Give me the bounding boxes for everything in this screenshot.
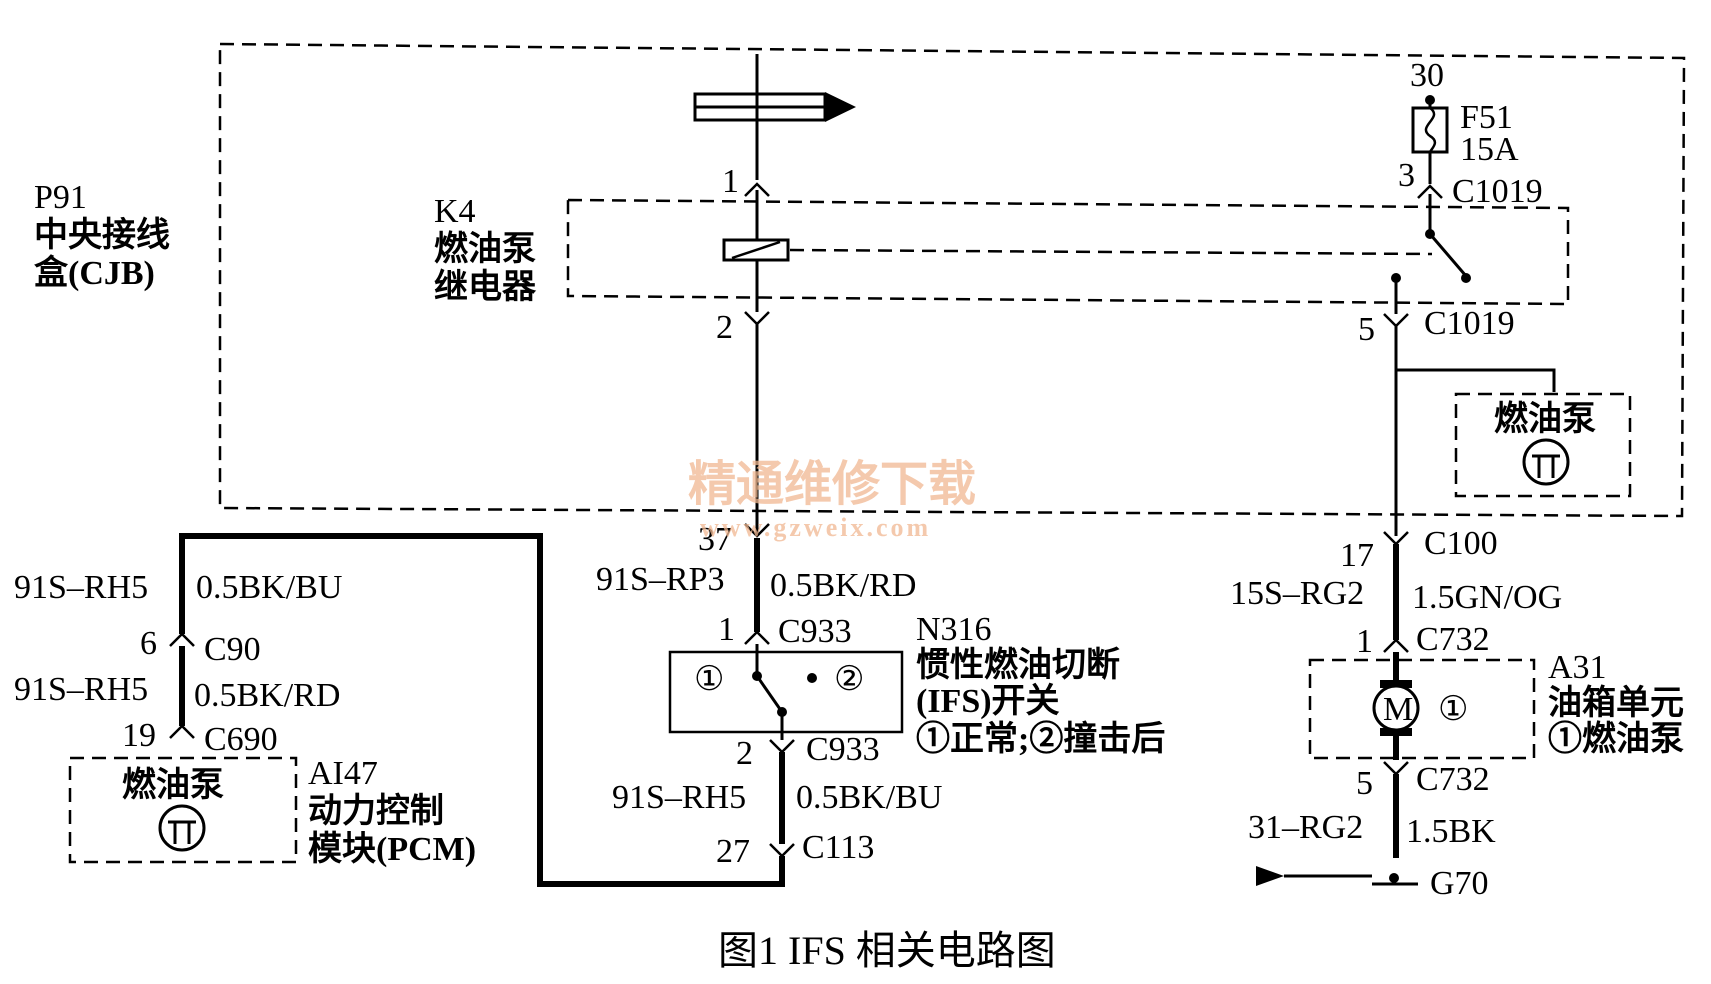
wire-rh5-left1-code: 91S–RH5 (14, 569, 148, 606)
cjb-fuel-pump-icon (1522, 438, 1570, 486)
wire-rh5-mid-code: 91S–RH5 (612, 779, 746, 816)
wire-rh5-left2-code: 91S–RH5 (14, 671, 148, 708)
wire-ground-code: 31–RG2 (1248, 809, 1363, 846)
tank-code: A31 (1548, 649, 1607, 686)
c90-name: C90 (204, 631, 261, 668)
wire-rh5-mid-spec: 0.5BK/BU (796, 779, 942, 816)
c90-connector (169, 632, 195, 647)
tank-marker: ① (1438, 691, 1468, 728)
c113-pin-label: 27 (716, 833, 750, 870)
fuse-icon (1411, 106, 1449, 154)
tank-name-line1: 油箱单元 (1548, 684, 1684, 722)
c933-pin2-label: 2 (736, 735, 753, 772)
wire-rh5-left2-spec: 0.5BK/RD (194, 677, 340, 714)
ifs-switch-blade (755, 675, 784, 713)
c690-pin-label: 19 (122, 717, 156, 754)
figure-caption: 图1 IFS 相关电路图 (718, 928, 1056, 973)
c100-name: C100 (1424, 525, 1498, 562)
c113-name: C113 (802, 829, 874, 866)
pcm-name-line1: 动力控制 (308, 792, 444, 830)
cjb-fuel-pump-label: 燃油泵 (1494, 400, 1596, 438)
ifs-switch-box (668, 650, 904, 734)
ifs-to-pcm-loop (179, 533, 785, 887)
ground-symbol (1256, 866, 1418, 886)
switch-contact-right (1461, 273, 1471, 283)
c690-connector (169, 724, 195, 739)
c90-pin-label: 6 (140, 625, 157, 662)
pcm-outline (68, 756, 298, 864)
c1019-pin3-connector (1417, 184, 1443, 199)
ground-code: G70 (1430, 865, 1489, 902)
pcm-inner-label: 燃油泵 (122, 766, 224, 804)
tank-unit-outline (1308, 658, 1536, 760)
pcm-code: AI47 (308, 755, 378, 792)
relay-coil-icon (722, 238, 790, 262)
c732-pin1-label: 1 (1356, 623, 1373, 660)
wire-rg2-code: 15S–RG2 (1230, 575, 1364, 612)
relay-switch-blade (1428, 233, 1468, 277)
fuse-code: F51 (1460, 99, 1513, 136)
pcm-fuel-pump-icon (158, 804, 206, 852)
wire-rp3-spec: 0.5BK/RD (770, 567, 916, 604)
c37-connector (744, 523, 770, 538)
relay-name-line2: 继电器 (434, 268, 537, 306)
c1019-pin3-label: 3 (1398, 157, 1415, 194)
k4-pin1-connector (744, 182, 770, 197)
c732-pin5-connector (1383, 761, 1409, 776)
c690-name: C690 (204, 721, 278, 758)
k4-pin2-label: 2 (716, 309, 733, 346)
fuel-pump-motor-icon (1372, 680, 1420, 736)
c1019-out-name: C1019 (1424, 305, 1515, 342)
pump-sense-branch (1396, 368, 1556, 392)
relay-name-line1: 燃油泵 (434, 230, 536, 268)
c933-in-name: C933 (778, 613, 852, 650)
ifs-legend: ①正常;②撞击后 (916, 720, 1165, 758)
ifs-pos2-marker: ② (834, 661, 864, 698)
wire-rh5-left1-spec: 0.5BK/BU (196, 569, 342, 606)
ifs-code: N316 (916, 611, 992, 648)
fuse-supply-label: 30 (1410, 57, 1444, 94)
ifs-name-line1: 惯性燃油切断 (916, 646, 1120, 684)
relay-code: K4 (434, 193, 476, 230)
ignition-feed-arrow (693, 92, 856, 122)
c100-pin-label: 17 (1340, 537, 1374, 574)
c732-in-name: C732 (1416, 621, 1490, 658)
k4-pin1-label: 1 (722, 163, 739, 200)
ifs-pos1-marker: ① (694, 661, 724, 698)
c933-out-name: C933 (806, 731, 880, 768)
c113-connector (769, 843, 795, 858)
wire-ground-spec: 1.5BK (1406, 813, 1496, 850)
watermark-url: www.gzweix.com (700, 513, 931, 542)
c933-pin1-connector (744, 630, 770, 645)
wire-rg2-spec: 1.5GN/OG (1412, 579, 1562, 616)
fuse-rating: 15A (1460, 131, 1519, 168)
motor-letter: M (1383, 691, 1413, 728)
cjb-name-line2: 盒(CJB) (34, 253, 155, 292)
c37-pin-label: 37 (698, 521, 732, 558)
c732-pin1-connector (1383, 638, 1409, 653)
c933-pin1-label: 1 (718, 611, 735, 648)
pcm-name-line2: 模块(PCM) (308, 830, 476, 868)
c732-pin5-label: 5 (1356, 765, 1373, 802)
c1019-pin5-label: 5 (1358, 311, 1375, 348)
ifs-contact-crash (807, 673, 817, 683)
c732-out-name: C732 (1416, 761, 1490, 798)
relay-outline (566, 198, 1570, 306)
wire-rp3-code: 91S–RP3 (596, 561, 725, 598)
tank-name-line2: ①燃油泵 (1548, 720, 1684, 758)
cjb-code: P91 (34, 179, 87, 216)
c1019-in-name: C1019 (1452, 173, 1543, 210)
ifs-name-line2: (IFS)开关 (916, 682, 1060, 720)
cjb-outline (218, 42, 1686, 518)
cjb-name-line1: 中央接线 (34, 216, 170, 254)
relay-mechanical-link (789, 248, 1433, 256)
c933-pin2-connector (769, 739, 795, 754)
watermark-text: 精通维修下载 (688, 458, 976, 511)
cjb-fuel-pump-outline (1454, 392, 1632, 498)
